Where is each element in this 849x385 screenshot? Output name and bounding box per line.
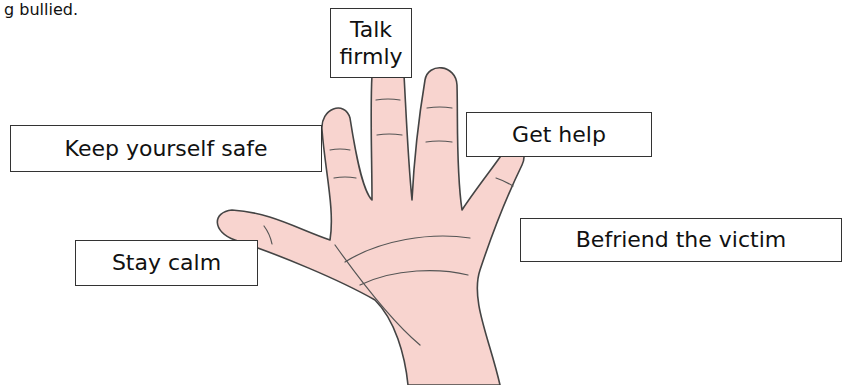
box-text: Talk firmly (339, 16, 403, 71)
box-text: Stay calm (112, 249, 221, 277)
box-text: Befriend the victim (576, 226, 786, 254)
box-text: Keep yourself safe (65, 135, 268, 163)
box-text: Get help (512, 121, 606, 149)
label-box: Befriend the victim (520, 218, 842, 262)
hand-outline (217, 62, 524, 385)
label-box: Talk firmly (330, 8, 412, 78)
label-box: Get help (466, 112, 652, 157)
label-box: Keep yourself safe (10, 125, 322, 172)
label-box: Stay calm (75, 240, 258, 286)
heading-fragment: g bullied. (4, 1, 78, 19)
palm-lines (335, 236, 470, 345)
